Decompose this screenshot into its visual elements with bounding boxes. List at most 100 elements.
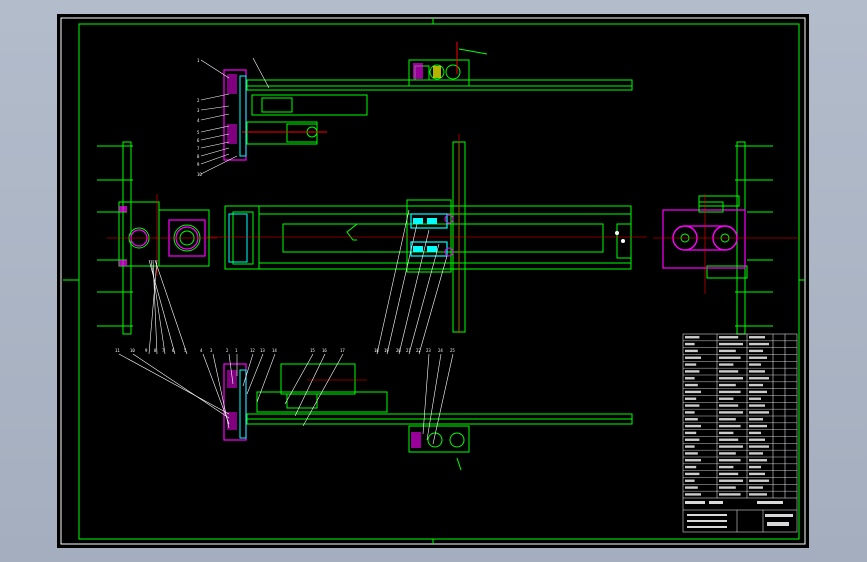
title-block-cell-text — [685, 459, 701, 462]
balloon-label: 25 — [450, 348, 455, 353]
title-block-rows — [683, 336, 797, 496]
title-block-cell-text — [719, 452, 736, 455]
title-block-cell-text — [685, 397, 697, 400]
title-block-cell-text — [685, 486, 698, 489]
title-block-cell-text — [719, 465, 734, 469]
centering-marks — [63, 18, 805, 544]
title-block-cell-text — [685, 493, 701, 496]
title-block-cell-text — [719, 424, 741, 428]
title-block-cell-text — [749, 465, 761, 469]
balloon-label: 8 — [197, 154, 200, 159]
top-view-magenta-block — [223, 63, 441, 161]
title-block-cell-text — [685, 479, 695, 482]
main-view-accents — [207, 134, 647, 334]
title-block-cell-text — [685, 472, 700, 476]
title-block-cell-text — [749, 377, 769, 380]
title-block-cell-text — [685, 349, 698, 353]
balloon-label: 14 — [272, 348, 277, 353]
balloon-label: 5 — [184, 348, 187, 353]
title-block-cell-text — [685, 431, 697, 435]
title-block-cell-text — [719, 493, 741, 496]
balloon-label: 2 — [197, 98, 200, 103]
balloon-label: 6 — [172, 348, 175, 353]
balloon-label: 22 — [416, 348, 421, 353]
title-block-cell-text — [719, 390, 741, 394]
balloon-label: 4 — [200, 348, 203, 353]
title-block-cell-text — [749, 445, 769, 448]
balloon-label: 5 — [197, 130, 200, 135]
title-block-cell-text — [685, 336, 700, 339]
balloon-label: 23 — [426, 348, 431, 353]
balloon-label: 1 — [197, 58, 200, 63]
balloon-label: 21 — [406, 348, 411, 353]
title-block-cell-text — [749, 418, 763, 421]
title-block-cell-text — [749, 459, 767, 462]
balloon-label: 10 — [130, 348, 135, 353]
title-block-cell-text — [719, 397, 734, 400]
title-block-cell-text — [685, 390, 701, 394]
cad-drawing-viewport[interactable]: 11 10 9 8 7 6 5 4 3 2 1 12 13 14 15 16 1… — [57, 14, 809, 548]
title-block-cell-text — [685, 363, 697, 366]
bottom-leaders — [118, 209, 454, 445]
balloon-label: 8 — [154, 348, 157, 353]
title-block-cell-text — [749, 452, 763, 455]
balloon-label: 17 — [340, 348, 345, 353]
balloon-label: 6 — [197, 138, 200, 143]
balloon-label: 16 — [322, 348, 327, 353]
title-block-cell-text — [719, 411, 743, 414]
title-block-cell-text — [719, 486, 736, 489]
balloon-label: 19 — [384, 348, 389, 353]
balloon-label: 20 — [396, 348, 401, 353]
title-block-cell-text — [685, 445, 695, 448]
balloon-label: 3 — [210, 348, 213, 353]
balloon-label: 24 — [438, 348, 443, 353]
balloon-label: 11 — [115, 348, 120, 353]
title-block-cell-text — [749, 486, 763, 489]
title-block-cell-text — [685, 452, 698, 455]
title-block-cell-text — [749, 390, 767, 394]
bottom-view-accents — [223, 363, 421, 448]
balloon-label: 12 — [250, 348, 255, 353]
title-block-cell-text — [685, 438, 700, 441]
title-block-cell-text — [749, 493, 767, 496]
title-block-cell-text — [719, 479, 743, 482]
title-block-cell-text — [719, 336, 739, 339]
title-block-cell-text — [719, 363, 734, 366]
title-block-cell-text — [749, 397, 761, 400]
title-block-cell-text — [749, 336, 765, 339]
balloon-label: 7 — [197, 146, 200, 151]
bottom-balloon-labels: 11 10 9 8 7 6 5 4 3 2 1 12 13 14 15 16 1… — [115, 348, 455, 353]
title-block-cell-text — [685, 424, 701, 428]
outer-border — [60, 17, 806, 545]
title-block-cell-text — [719, 404, 739, 407]
balloon-label: 4 — [197, 118, 200, 123]
title-block-cell-text — [719, 342, 743, 346]
title-block-cell-text — [719, 431, 734, 435]
balloon-label: 9 — [145, 348, 148, 353]
title-block-cell-text — [749, 431, 761, 435]
title-block-cell-text — [749, 383, 763, 387]
title-block-cell-text — [719, 459, 741, 462]
left-side-accents — [107, 194, 217, 276]
title-block-cell-text — [719, 418, 736, 421]
title-block-cell-text — [685, 411, 695, 414]
balloon-label: 2 — [226, 348, 229, 353]
title-block-cell-text — [749, 479, 769, 482]
title-block-cell-text — [719, 377, 743, 380]
balloon-label: 13 — [260, 348, 265, 353]
balloon-label: 3 — [197, 108, 200, 113]
title-block-cell-text — [719, 370, 739, 373]
title-block-cell-text — [719, 445, 743, 448]
title-block-cell-text — [685, 356, 701, 359]
right-side-housing — [653, 194, 799, 294]
balloon-label: 10 — [197, 172, 202, 177]
title-block-cell-text — [685, 377, 695, 380]
top-left-balloon-labels: 1 2 3 4 5 6 7 8 9 10 — [197, 58, 202, 177]
title-block-cell-text — [749, 424, 767, 428]
title-block-cell-text — [749, 349, 763, 353]
title-block-cell-text — [719, 356, 741, 359]
title-block-cell-text — [749, 411, 769, 414]
title-block-fill — [685, 501, 793, 528]
title-block-cell-text — [719, 472, 739, 476]
title-block-cell-text — [749, 404, 765, 407]
